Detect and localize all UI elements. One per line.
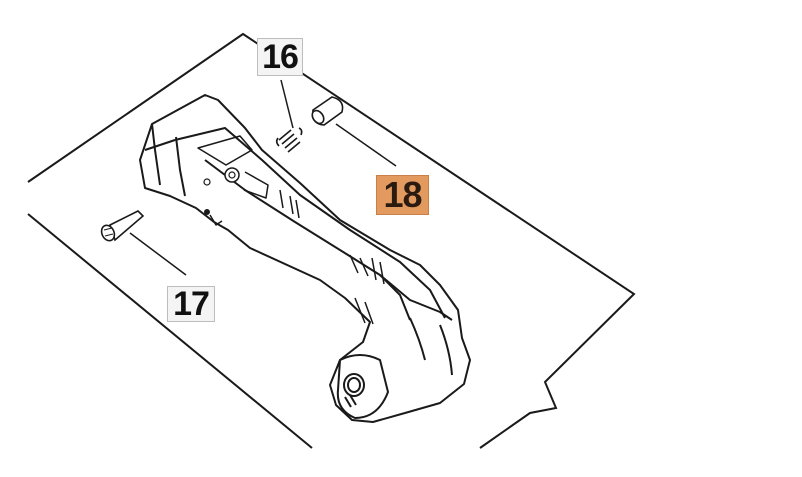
- callout-16: 16: [257, 38, 303, 76]
- handle-body: [139, 94, 471, 423]
- panel-outline: [27, 32, 636, 449]
- pin-part-18: [311, 96, 344, 126]
- leader-line-17: [129, 232, 187, 276]
- bolt-part-17: [100, 210, 145, 242]
- leader-line-18: [335, 123, 397, 167]
- leader-line-16: [280, 79, 294, 129]
- callout-18-highlighted: 18: [376, 174, 429, 215]
- callout-17: 17: [167, 285, 215, 323]
- spring-part-16: [275, 127, 303, 153]
